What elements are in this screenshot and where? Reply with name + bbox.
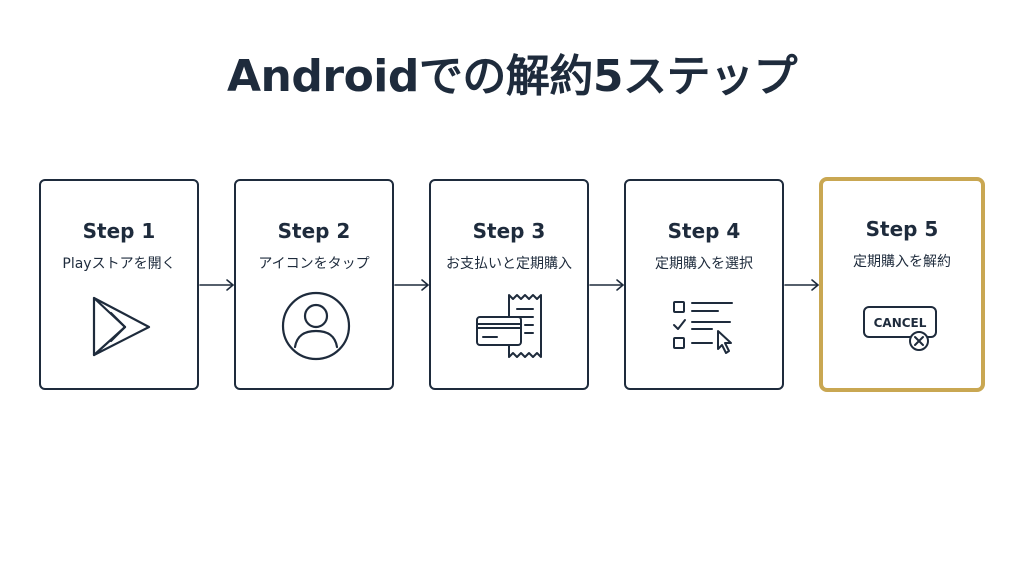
- play-store-icon: [81, 291, 161, 361]
- connector-arrow: [589, 278, 625, 292]
- step-description: Playストアを開く: [62, 256, 176, 272]
- checklist-cursor-icon: [666, 291, 746, 361]
- step-description: アイコンをタップ: [258, 256, 370, 272]
- step-card-3: Step 3 お支払いと定期購入: [429, 179, 589, 390]
- step-card-2: Step 2 アイコンをタップ: [234, 179, 394, 390]
- step-title: Step 2: [277, 219, 351, 243]
- step-description: お支払いと定期購入: [446, 256, 572, 272]
- step-title: Step 3: [472, 219, 546, 243]
- step-title: Step 5: [865, 217, 939, 241]
- account-avatar-icon: [276, 291, 356, 361]
- page-title: Androidでの解約5ステップ: [227, 51, 798, 102]
- connector-arrow: [394, 278, 430, 292]
- step-card-4: Step 4 定期購入を選択: [624, 179, 784, 390]
- step-title: Step 1: [82, 219, 156, 243]
- connector-arrow: [199, 278, 235, 292]
- step-card-5: Step 5 定期購入を解約 CANCEL: [819, 177, 985, 392]
- step-card-1: Step 1 Playストアを開く: [39, 179, 199, 390]
- card-receipt-icon: [471, 291, 551, 361]
- step-description: 定期購入を選択: [655, 256, 753, 272]
- step-description: 定期購入を解約: [853, 254, 951, 270]
- cancel-button-icon: CANCEL: [861, 289, 941, 359]
- connector-arrow: [784, 278, 820, 292]
- step-title: Step 4: [667, 219, 741, 243]
- cancel-label: CANCEL: [874, 316, 927, 330]
